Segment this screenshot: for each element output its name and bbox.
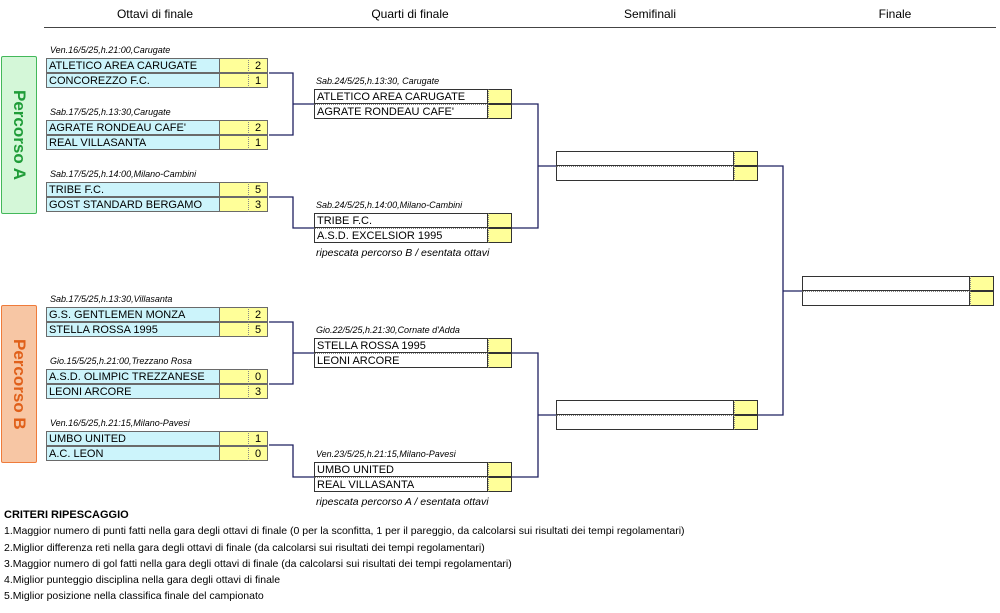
criteria-item: 2.Miglior differenza reti nella gara deg…	[4, 542, 485, 554]
r16-1-info: Ven.16/5/25,h.21:00,Carugate	[50, 45, 171, 55]
team-name	[556, 151, 734, 166]
team-name: LEONI ARCORE	[46, 384, 220, 399]
connector-r16-1-2	[269, 72, 294, 136]
team-name: REAL VILLASANTA	[314, 477, 488, 492]
header-final: Finale	[878, 7, 912, 21]
team-score: 2	[248, 120, 268, 135]
team-score: 1	[248, 135, 268, 150]
header-quarterfinals: Quarti di finale	[371, 7, 449, 21]
team-score	[488, 228, 512, 243]
team-score: 2	[248, 58, 268, 73]
criteria-item: 4.Miglior punteggio disciplina nella gar…	[4, 574, 281, 586]
header-semifinals: Semifinali	[623, 7, 677, 21]
team-score	[970, 276, 994, 291]
team-name	[802, 276, 970, 291]
team-name: ATLETICO AREA CARUGATE	[46, 58, 220, 73]
team-score	[488, 462, 512, 477]
team-score: 5	[248, 322, 268, 337]
team-name	[556, 400, 734, 415]
team-name: G.S. GENTLEMEN MONZA	[46, 307, 220, 322]
qf-3-info: Gio.22/5/25,h.21:30,Cornate d'Adda	[316, 325, 460, 335]
team-name: TRIBE F.C.	[46, 182, 220, 197]
team-name: A.C. LEON	[46, 446, 220, 461]
team-score	[488, 104, 512, 119]
team-name: REAL VILLASANTA	[46, 135, 220, 150]
team-score: 0	[248, 369, 268, 384]
r16-4-info: Sab.17/5/25,h.13:30,Villasanta	[50, 294, 173, 304]
team-score	[734, 151, 758, 166]
r16-6-info: Ven.16/5/25,h.21:15,Milano-Pavesi	[50, 418, 190, 428]
team-score: 1	[248, 431, 268, 446]
team-score: 5	[248, 182, 268, 197]
r16-2-info: Sab.17/5/25,h.13:30,Carugate	[50, 107, 171, 117]
team-score	[970, 291, 994, 306]
qf-2-info: Sab.24/5/25,h.14:00,Milano-Cambini	[316, 200, 463, 210]
qf-4-note: ripescata percorso A / esentata ottavi	[316, 496, 489, 508]
team-name	[556, 415, 734, 430]
team-score	[734, 400, 758, 415]
team-name: UMBO UNITED	[46, 431, 220, 446]
team-score: 3	[248, 384, 268, 399]
team-name: LEONI ARCORE	[314, 353, 488, 368]
team-score	[734, 166, 758, 181]
team-name: AGRATE RONDEAU CAFE'	[314, 104, 488, 119]
connector-sf	[758, 165, 784, 416]
team-score	[488, 338, 512, 353]
criteria-title: CRITERI RIPESCAGGIO	[4, 509, 129, 521]
team-name	[556, 166, 734, 181]
team-name: TRIBE F.C.	[314, 213, 488, 228]
team-score	[734, 415, 758, 430]
qf-2-note: ripescata percorso B / esentata ottavi	[316, 247, 490, 259]
team-score: 0	[248, 446, 268, 461]
qf-4-info: Ven.23/5/25,h.21:15,Milano-Pavesi	[316, 449, 456, 459]
criteria-item: 5.Miglior posizione nella classifica fin…	[4, 590, 264, 602]
team-name: A.S.D. EXCELSIOR 1995	[314, 228, 488, 243]
team-name: CONCOREZZO F.C.	[46, 73, 220, 88]
path-a-label: Percorso A	[1, 56, 37, 214]
header-round-of-16: Ottavi di finale	[116, 7, 194, 21]
team-score: 2	[248, 307, 268, 322]
team-score: 1	[248, 73, 268, 88]
connector-qf-3-4	[512, 352, 539, 478]
team-score	[488, 213, 512, 228]
connector-r16-6	[269, 444, 314, 478]
team-name: ATLETICO AREA CARUGATE	[314, 89, 488, 104]
connector-qf-1-2	[512, 103, 539, 229]
team-name: A.S.D. OLIMPIC TREZZANESE	[46, 369, 220, 384]
team-score	[488, 89, 512, 104]
team-name: UMBO UNITED	[314, 462, 488, 477]
team-name: STELLA ROSSA 1995	[46, 322, 220, 337]
criteria-item: 3.Maggior numero di gol fatti nella gara…	[4, 558, 512, 570]
r16-3-info: Sab.17/5/25,h.14:00,Milano-Cambini	[50, 169, 197, 179]
team-score	[488, 353, 512, 368]
team-name: AGRATE RONDEAU CAFE'	[46, 120, 220, 135]
connector-r16-3	[269, 196, 314, 229]
path-b-label: Percorso B	[1, 305, 37, 463]
team-name: GOST STANDARD BERGAMO	[46, 197, 220, 212]
team-name: STELLA ROSSA 1995	[314, 338, 488, 353]
criteria-item: 1.Maggior numero di punti fatti nella ga…	[4, 525, 685, 537]
team-name	[802, 291, 970, 306]
team-score	[488, 477, 512, 492]
r16-5-info: Gio.15/5/25,h.21:00,Trezzano Rosa	[50, 356, 192, 366]
header-divider	[44, 27, 996, 28]
team-score: 3	[248, 197, 268, 212]
connector-r16-4-5	[269, 321, 294, 385]
qf-1-info: Sab.24/5/25,h.13:30, Carugate	[316, 76, 440, 86]
